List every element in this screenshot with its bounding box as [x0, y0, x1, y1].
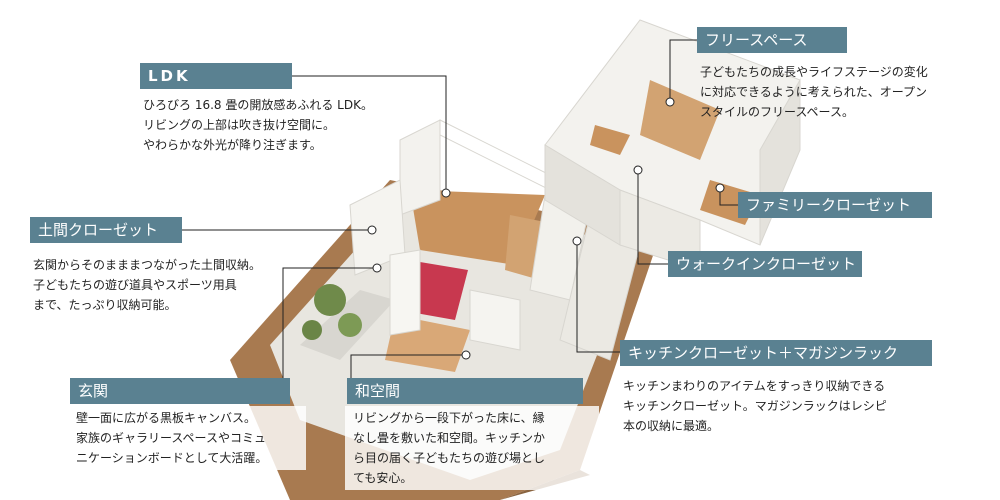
walkin-closet-label: ウォークインクローゼット [668, 251, 862, 277]
free-space-line: 子どもたちの成長やライフステージの変化 [700, 65, 928, 79]
marker-walkin-closet [633, 165, 643, 175]
washitsu-line: ても安心。 [353, 471, 413, 485]
garden-tree [314, 284, 346, 316]
genkan-description: 壁一面に広がる黒板キャンバス。 家族のギャラリースペースやコミュ ニケーションボ… [68, 406, 306, 470]
ldk-line: やわらかな外光が降り注ぎます。 [143, 138, 322, 152]
doma-closet-description: 玄関からそのまままつながった土間収納。 子どもたちの遊び道具やスポーツ用具 まで… [33, 255, 261, 315]
ldk-label: LDK [140, 63, 292, 89]
washitsu-label: 和空間 [347, 378, 583, 404]
marker-ldk [441, 188, 451, 198]
leader-genkan [282, 267, 376, 378]
free-space-label: フリースペース [697, 27, 847, 53]
marker-kitchen-closet [572, 236, 582, 246]
kitchen-closet-label: キッチンクローゼット＋マガジンラック [620, 340, 932, 366]
washitsu-line: なし畳を敷いた和空間。キッチンか [353, 431, 546, 445]
ldk-line: リビングの上部は吹き抜け空間に。 [143, 118, 336, 132]
washitsu-description: リビングから一段下がった床に、縁 なし畳を敷いた和空間。キッチンか ら目の届く子… [345, 406, 599, 490]
kitchen-closet-line: キッチンまわりのアイテムをすっきり収納できる [623, 379, 886, 393]
genkan-line: 家族のギャラリースペースやコミュ [76, 431, 266, 445]
kitchen-closet-line: 本の収納に最適。 [623, 419, 720, 433]
washitsu-line: ら目の届く子どもたちの遊び場とし [353, 451, 546, 465]
garden-tree [338, 313, 362, 337]
family-closet-label: ファミリークローゼット [738, 192, 932, 218]
marker-doma-closet [367, 225, 377, 235]
kitchen-closet-description: キッチンまわりのアイテムをすっきり収納できる キッチンクローゼット。マガジンラッ… [623, 376, 887, 436]
leader-ldk [292, 75, 447, 193]
genkan-label: 玄関 [70, 378, 290, 404]
free-space-floor [640, 80, 720, 160]
doma-closet-line: 玄関からそのまままつながった土間収納。 [33, 258, 262, 272]
ldk-line: ひろびろ 16.8 畳の開放感あふれる LDK。 [143, 98, 373, 112]
wall [469, 289, 521, 351]
free-space-description: 子どもたちの成長やライフステージの変化 に対応できるように考えられた、オープン … [700, 62, 928, 122]
marker-genkan [372, 263, 382, 273]
leader-washitsu [350, 354, 465, 378]
marker-washitsu [461, 350, 471, 360]
kitchen-closet-line: キッチンクローゼット。マガジンラックはレシピ [623, 399, 887, 413]
doma-closet-line: まで、たっぷり収納可能。 [33, 298, 177, 312]
leader-free-space [669, 39, 697, 102]
genkan-line: 壁一面に広がる黒板キャンバス。 [76, 411, 257, 425]
free-space-line: に対応できるように考えられた、オープン [700, 85, 928, 99]
upper-floor [590, 125, 630, 155]
doma-closet-label: 土間クローゼット [30, 217, 182, 243]
doma-closet-line: 子どもたちの遊び道具やスポーツ用具 [33, 278, 237, 292]
genkan-line: ニケーションボードとして大活躍。 [76, 451, 268, 465]
free-space-line: スタイルのフリースペース。 [700, 105, 854, 119]
tatami-floor [410, 262, 468, 320]
leader-family-closet [719, 190, 738, 206]
wall [389, 249, 421, 336]
leader-walkin-closet [637, 172, 668, 265]
marker-family-closet [715, 183, 725, 193]
marker-free-space [665, 97, 675, 107]
garden-tree [302, 320, 322, 340]
leader-kitchen-closet [576, 243, 620, 353]
ldk-description: ひろびろ 16.8 畳の開放感あふれる LDK。 リビングの上部は吹き抜け空間に… [143, 95, 373, 155]
washitsu-line: リビングから一段下がった床に、縁 [353, 411, 545, 425]
